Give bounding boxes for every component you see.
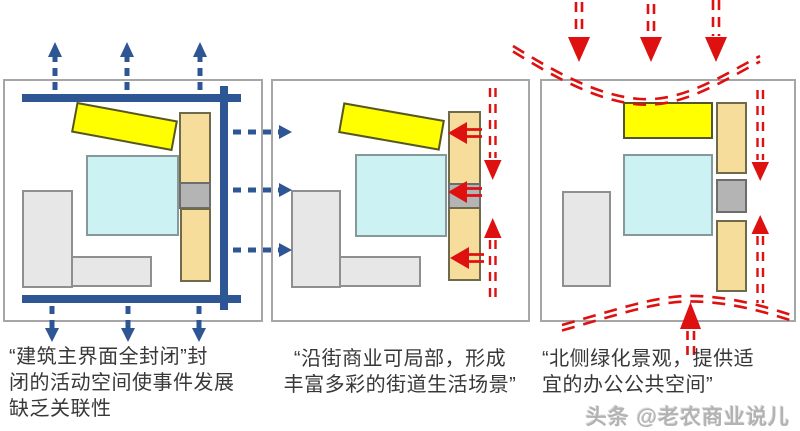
- gray-building-block: [562, 191, 611, 287]
- caption-line: 闭的活动空间使事件发展: [9, 372, 235, 394]
- tan-retail-strip: [448, 111, 481, 185]
- cyan-building-block: [623, 154, 713, 236]
- tan-retail-strip: [716, 102, 747, 174]
- tan-retail-strip: [716, 220, 747, 292]
- gray-building-block: [71, 256, 152, 287]
- caption-north-landscape: “北侧绿化景观，提供适 宜的办公公共空间”: [542, 346, 754, 398]
- caption-street-commerce: “沿街商业可局部，形成 丰富多彩的街道生活场景”: [268, 346, 532, 398]
- red-top-down-arrows: [568, 0, 727, 62]
- cyan-building-block: [86, 155, 179, 236]
- watermark-toutiao: 头条 @老农商业说儿: [585, 406, 790, 429]
- gray-retail-segment: [448, 183, 481, 209]
- tan-retail-strip: [179, 112, 211, 184]
- gray-building-block: [22, 190, 73, 288]
- caption-line: 宜的办公公共空间”: [542, 374, 714, 396]
- caption-line: 丰富多彩的街道生活场景”: [283, 374, 517, 396]
- closed-boundary-wall-top: [22, 94, 241, 102]
- gray-retail-segment: [716, 179, 747, 213]
- gray-retail-segment: [179, 182, 211, 209]
- closed-boundary-wall-right: [220, 86, 228, 310]
- caption-closed-interface: “建筑主界面全封闭”封 闭的活动空间使事件发展 缺乏关联性: [9, 344, 235, 422]
- caption-line: “沿街商业可局部，形成: [293, 348, 507, 370]
- gray-building-block: [339, 256, 421, 287]
- caption-line: “北侧绿化景观，提供适: [542, 348, 755, 370]
- yellow-building-block: [623, 102, 713, 139]
- gray-building-block: [291, 190, 341, 288]
- caption-line: “建筑主界面全封闭”封: [9, 346, 208, 368]
- closed-boundary-wall-bottom: [22, 295, 241, 303]
- cyan-building-block: [355, 154, 447, 237]
- caption-line: 缺乏关联性: [9, 398, 112, 420]
- tan-retail-strip: [180, 208, 211, 282]
- tan-retail-strip: [448, 207, 481, 281]
